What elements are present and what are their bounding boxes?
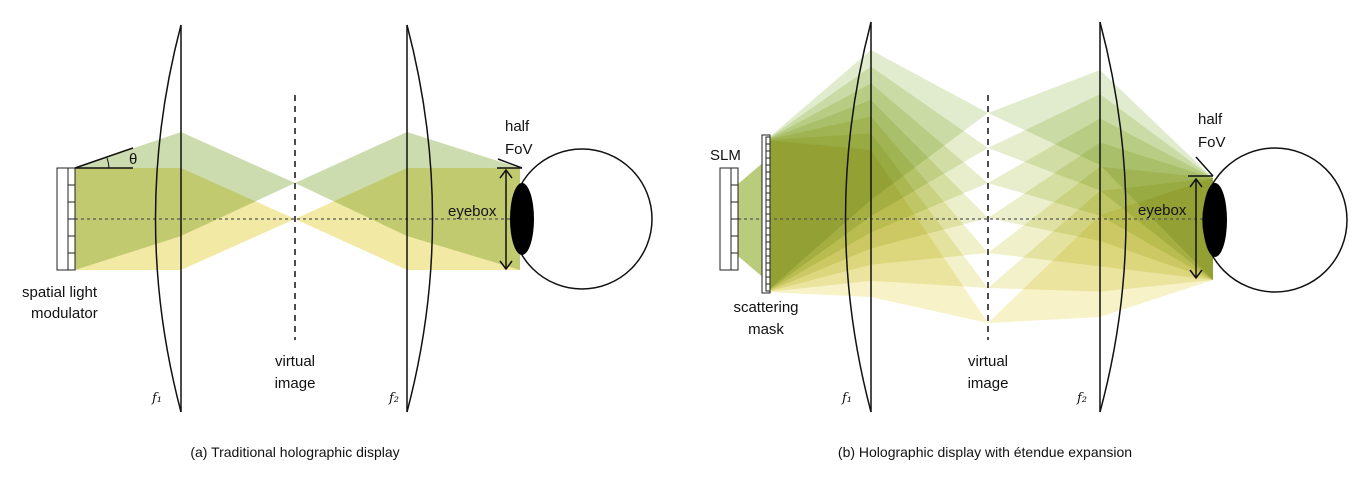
pixel-cell [765,192,771,201]
pixel-cell [730,218,739,237]
beams-a [75,132,520,270]
pixel-cell [765,157,771,166]
panel-a-traditional: θ spatial light modulator virtual image … [22,24,653,460]
panel-b-etendue-expansion: SLM scattering mask virtual image f₁ f₂ … [710,21,1348,460]
pixel-cell [765,227,771,236]
eye-a [510,148,653,290]
lens-f1-b [844,21,872,413]
lens-f2-b [1099,21,1127,413]
f1-label: f₁ [151,391,162,406]
virtual-image-label: image [275,375,316,392]
pixel-cell [765,262,771,271]
pupil [1203,183,1227,257]
pixel-cell [765,185,771,194]
pixel-cell [730,252,739,271]
pixel-cell [765,269,771,278]
lens-f1-a [154,24,182,413]
f1-label: f₁ [841,391,852,406]
pixel-cell [765,255,771,264]
pixel-cell [765,206,771,215]
pixel-cell [67,184,76,203]
virtual-image-label: virtual [968,353,1008,370]
caption-b: (b) Holographic display with étendue exp… [838,444,1132,460]
pixel-cell [765,241,771,250]
virtual-image-label: virtual [275,353,315,370]
half-fov-label: FoV [505,141,533,158]
slm-label: modulator [31,305,98,322]
slm-label: spatial light [22,284,98,301]
scattering-mask-label: mask [748,321,784,338]
pixel-cell [765,136,771,145]
eyebox-arrow-b [1189,177,1203,280]
pixel-cell [67,167,76,186]
half-fov-angle-b [1188,156,1214,177]
beams-b [731,50,1213,323]
pixel-cell [765,164,771,173]
scattering-mask [761,134,771,294]
eyebox-label: eyebox [1138,202,1187,219]
theta-angle [74,147,134,169]
pixel-cell [730,235,739,254]
lens-f2-a [406,24,434,413]
green-beam [181,132,295,236]
eyebox-arrow-a [499,168,513,271]
pixel-cell [765,220,771,229]
pixel-cell [730,184,739,203]
green-beam [295,132,407,236]
theta-label: θ [129,151,137,168]
slm-to-mask-beam [731,160,766,280]
pixel-cell [765,199,771,208]
half-fov-label: half [1198,111,1223,128]
eye-b [1202,147,1348,293]
pixel-cell [67,235,76,254]
virtual-image-label: image [968,375,1009,392]
half-fov-label: half [505,118,530,135]
pixel-cell [765,283,771,292]
eyebox-label: eyebox [448,203,497,220]
pixel-cell [765,234,771,243]
pixel-cell [765,150,771,159]
f2-label: f₂ [1076,391,1087,406]
pixel-cell [765,143,771,152]
caption-a: (a) Traditional holographic display [190,444,399,460]
slm-label: SLM [710,147,741,164]
pixel-cell [765,213,771,222]
pixel-cell [67,201,76,220]
pixel-cell [765,276,771,285]
pixel-cell [765,248,771,257]
pixel-cell [67,218,76,237]
pixel-cell [730,167,739,186]
scattered-beam [988,215,1100,323]
pupil [510,183,534,255]
f2-label: f₂ [388,391,399,406]
pixel-cell [765,171,771,180]
half-fov-angle-a [497,158,523,169]
slm-b [719,167,739,271]
pixel-cell [730,201,739,220]
half-fov-label: FoV [1198,134,1226,151]
green-beam [75,132,181,270]
scattered-beam [871,150,988,323]
pixel-cell [765,178,771,187]
pixel-cell [67,252,76,271]
slm-a [56,167,76,271]
green-beam [407,132,520,270]
scattered-beam [1100,178,1213,317]
scattering-mask-label: scattering [733,299,798,316]
